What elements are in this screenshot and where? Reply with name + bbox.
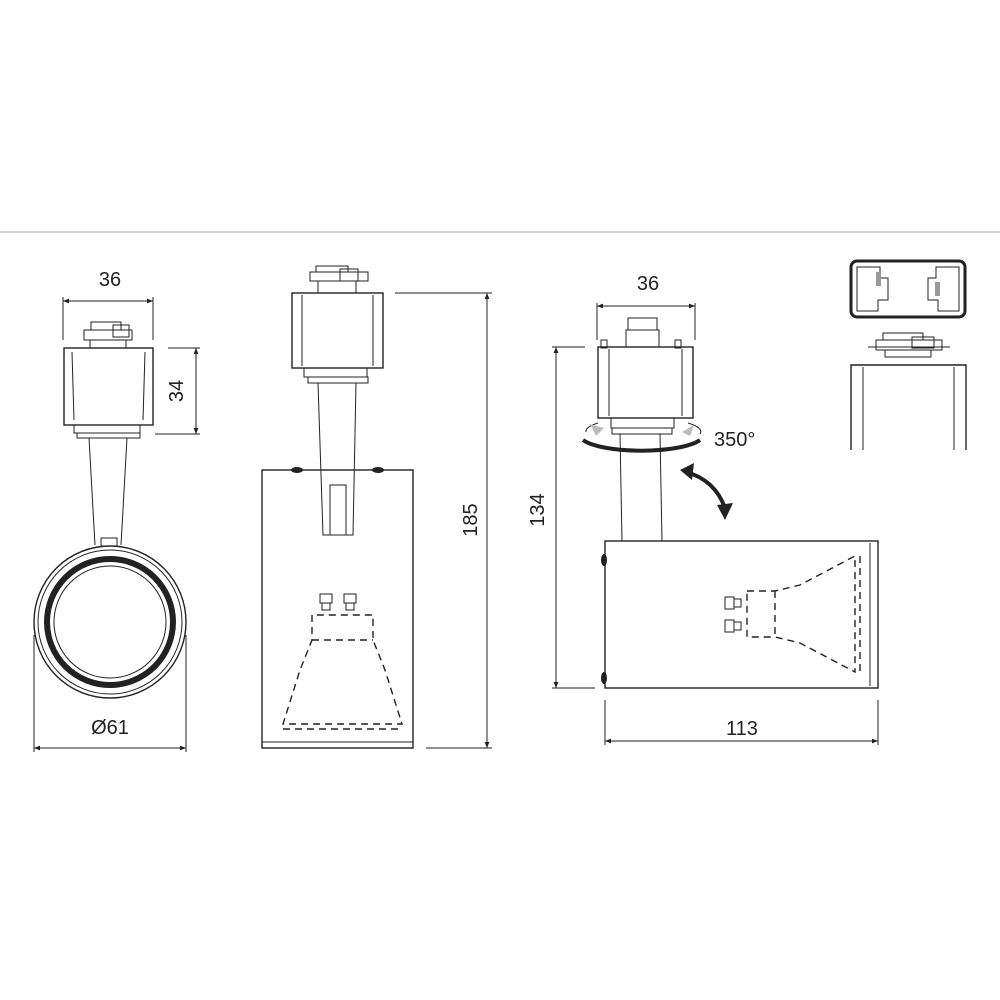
side-view: 185 [261, 265, 492, 749]
svg-text:134: 134 [527, 493, 549, 526]
dimension-width-36: 36 [62, 269, 154, 340]
rotation-ring [581, 422, 702, 453]
track-rail-section [849, 259, 967, 319]
adapter-body [597, 346, 694, 419]
track-adapter [868, 332, 950, 358]
svg-text:185: 185 [460, 503, 482, 536]
track-adapter [83, 321, 133, 349]
svg-text:113: 113 [726, 718, 758, 740]
lamp-head-housing [261, 469, 414, 749]
track-profile-view [849, 259, 967, 450]
track-adapter [600, 317, 682, 349]
dimension-height-185: 185 [395, 292, 492, 749]
front-view: 36 34 Ø61 [33, 269, 200, 752]
lamp-head-ring [33, 545, 187, 699]
gu10-lamp-hidden [724, 554, 861, 674]
dimension-diameter-61: Ø61 [33, 635, 187, 752]
stem [619, 433, 663, 542]
tilt-arrow [680, 463, 733, 520]
svg-text:36: 36 [99, 269, 121, 291]
gu10-lamp-hidden [282, 593, 403, 730]
stem [317, 382, 357, 536]
svg-text:Ø61: Ø61 [91, 717, 129, 739]
svg-text:34: 34 [166, 380, 188, 402]
stem [88, 437, 128, 546]
dimension-height-134: 134 [527, 346, 595, 689]
dimension-height-34: 34 [155, 347, 200, 435]
rotation-label: 350° [714, 429, 755, 451]
dimension-length-113: 113 [604, 700, 879, 745]
track-adapter [309, 265, 369, 294]
dimension-width-36: 36 [596, 273, 696, 340]
lamp-head-housing [604, 540, 879, 689]
svg-text:36: 36 [637, 273, 659, 295]
adapter-body [63, 347, 154, 426]
adapter-body [291, 292, 384, 369]
rotated-view: 350° 36 134 113 [527, 273, 879, 745]
